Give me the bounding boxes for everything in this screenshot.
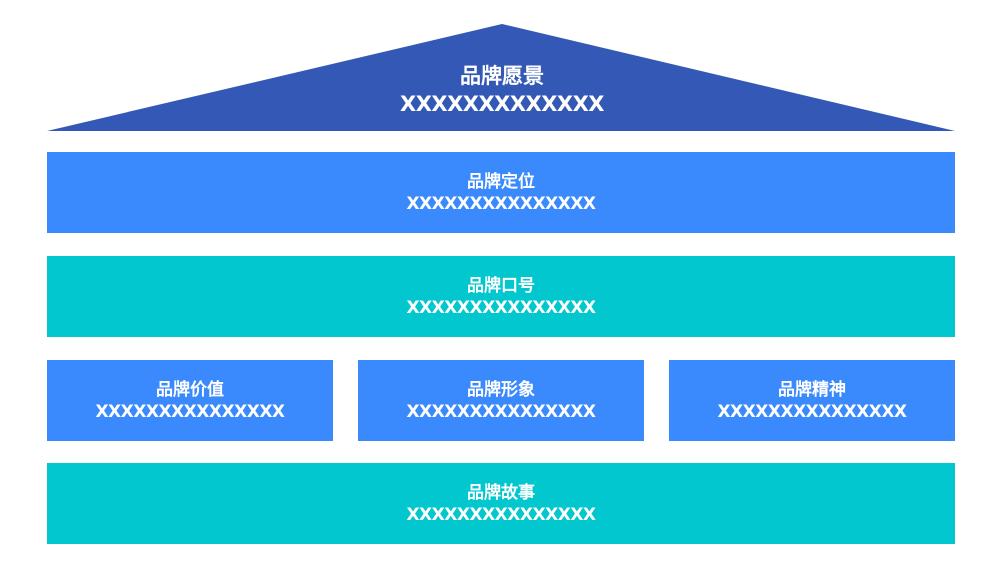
- brand-vision: 品牌愿景 XXXXXXXXXXXXX: [347, 62, 657, 118]
- positioning-title: 品牌定位: [467, 171, 535, 192]
- spirit-text: XXXXXXXXXXXXXXX: [717, 401, 907, 422]
- brand-story: 品牌故事 XXXXXXXXXXXXXXX: [47, 463, 955, 544]
- image-text: XXXXXXXXXXXXXXX: [406, 401, 596, 422]
- brand-slogan: 品牌口号 XXXXXXXXXXXXXXX: [47, 256, 955, 337]
- value-title: 品牌价值: [156, 379, 224, 400]
- vision-title: 品牌愿景: [460, 64, 544, 88]
- slogan-title: 品牌口号: [467, 275, 535, 296]
- spirit-title: 品牌精神: [778, 379, 846, 400]
- story-title: 品牌故事: [467, 482, 535, 503]
- brand-value: 品牌价值 XXXXXXXXXXXXXXX: [47, 360, 333, 441]
- story-text: XXXXXXXXXXXXXXX: [406, 504, 596, 525]
- positioning-text: XXXXXXXXXXXXXXX: [406, 193, 596, 214]
- vision-text: XXXXXXXXXXXXX: [400, 92, 604, 116]
- brand-image: 品牌形象 XXXXXXXXXXXXXXX: [358, 360, 644, 441]
- brand-spirit: 品牌精神 XXXXXXXXXXXXXXX: [669, 360, 955, 441]
- value-text: XXXXXXXXXXXXXXX: [95, 401, 285, 422]
- image-title: 品牌形象: [467, 379, 535, 400]
- brand-positioning: 品牌定位 XXXXXXXXXXXXXXX: [47, 152, 955, 233]
- roof-triangle: [47, 24, 955, 131]
- slogan-text: XXXXXXXXXXXXXXX: [406, 297, 596, 318]
